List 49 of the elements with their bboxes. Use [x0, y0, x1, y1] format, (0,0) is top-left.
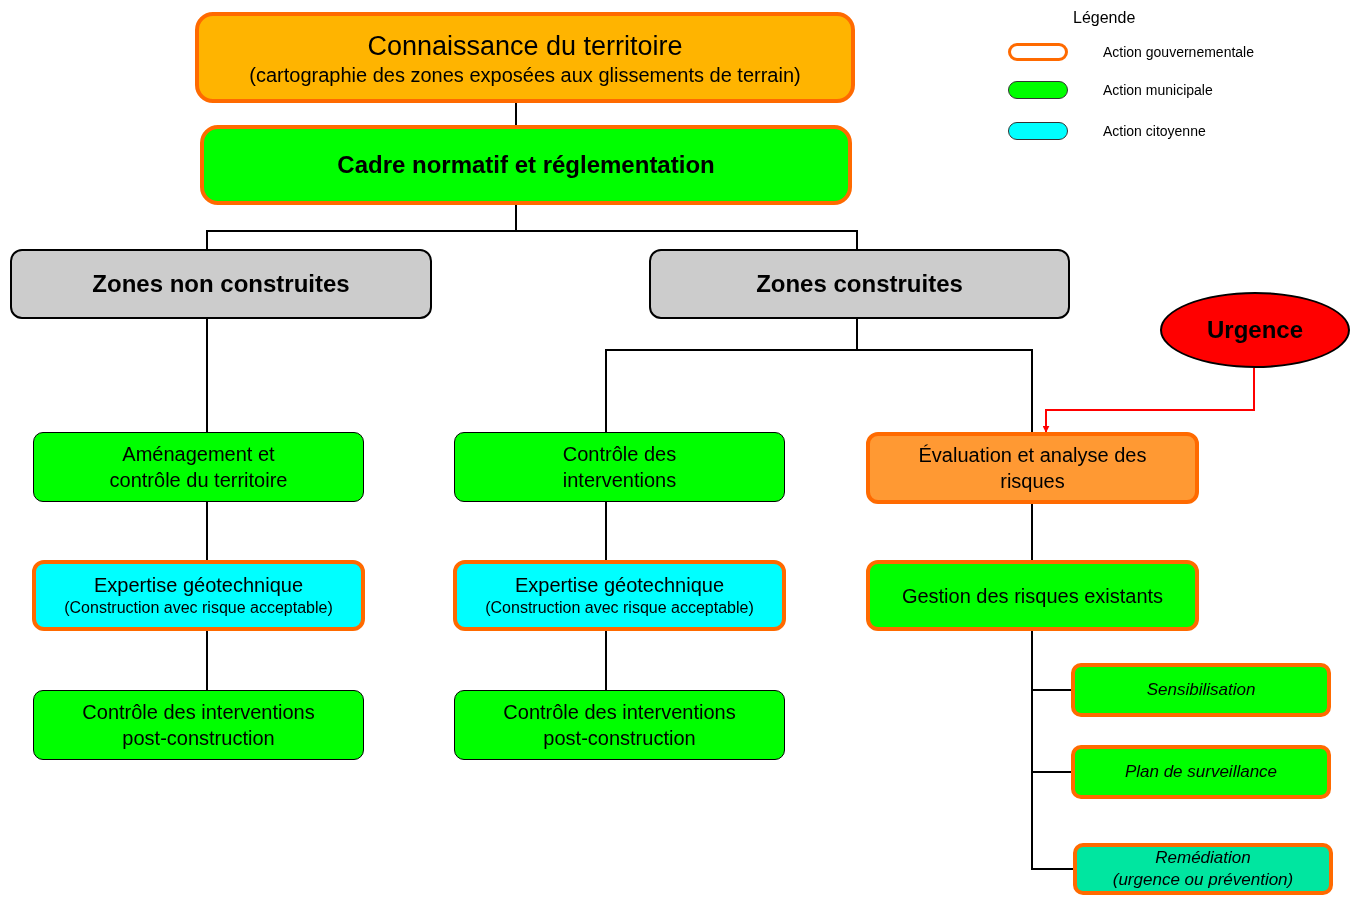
process-box	[866, 560, 1199, 631]
box-label: Contrôle des interventions	[561, 442, 678, 493]
connector-line	[1031, 503, 1033, 561]
box-label: Zones construites	[756, 269, 963, 300]
box-label: Urgence	[1206, 315, 1303, 346]
process-box	[10, 249, 432, 319]
box-subtitle: (cartographie des zones exposées aux glissements de terrain)	[249, 64, 801, 87]
connector-line	[605, 501, 607, 561]
process-box	[195, 12, 855, 103]
box-label: Expertise géotechnique	[514, 573, 724, 599]
box-label: Évaluation et analyse des risques	[917, 443, 1148, 494]
legend-label: Action municipale	[1103, 82, 1213, 98]
box-label: Zones non construites	[92, 269, 350, 300]
process-box	[33, 690, 364, 760]
box-label: Remédiation	[1155, 846, 1251, 869]
process-box	[1071, 663, 1331, 717]
connector-line	[206, 630, 208, 691]
process-box	[454, 690, 785, 760]
box-label: Cadre normatif et réglementation	[337, 150, 715, 181]
process-box	[1071, 745, 1331, 799]
box-label: Contrôle des interventions post-construction	[502, 700, 737, 751]
box-subtitle: (urgence ou prévention)	[1112, 869, 1294, 891]
process-box	[453, 560, 786, 631]
legend-label: Action citoyenne	[1103, 123, 1206, 139]
box-subtitle: (Construction avec risque acceptable)	[485, 598, 754, 619]
process-box	[200, 125, 852, 205]
box-subtitle: (Construction avec risque acceptable)	[64, 598, 333, 619]
connector-line	[206, 501, 208, 561]
box-label: Expertise géotechnique	[93, 573, 303, 599]
connector-line	[515, 102, 517, 126]
process-box	[649, 249, 1070, 319]
process-box	[32, 560, 365, 631]
process-box	[33, 432, 364, 502]
connector-line	[206, 318, 208, 433]
arrow	[1042, 367, 1255, 433]
process-box	[866, 432, 1199, 504]
process-box	[454, 432, 785, 502]
legend-title: Légende	[1073, 9, 1136, 27]
box-label: Gestion des risques existants	[901, 583, 1164, 609]
box-label: Plan de surveillance	[1124, 760, 1278, 783]
box-label: Aménagement et contrôle du territoire	[108, 442, 289, 493]
connector-line	[856, 318, 1033, 433]
box-label: Contrôle des interventions post-construction	[81, 700, 316, 751]
box-label: Connaissance du territoire	[367, 29, 683, 63]
connector-line	[1031, 630, 1074, 870]
box-label: Sensibilisation	[1146, 678, 1256, 701]
process-box	[1073, 843, 1333, 895]
legend-label: Action gouvernementale	[1103, 44, 1254, 60]
connector-line	[605, 630, 607, 691]
